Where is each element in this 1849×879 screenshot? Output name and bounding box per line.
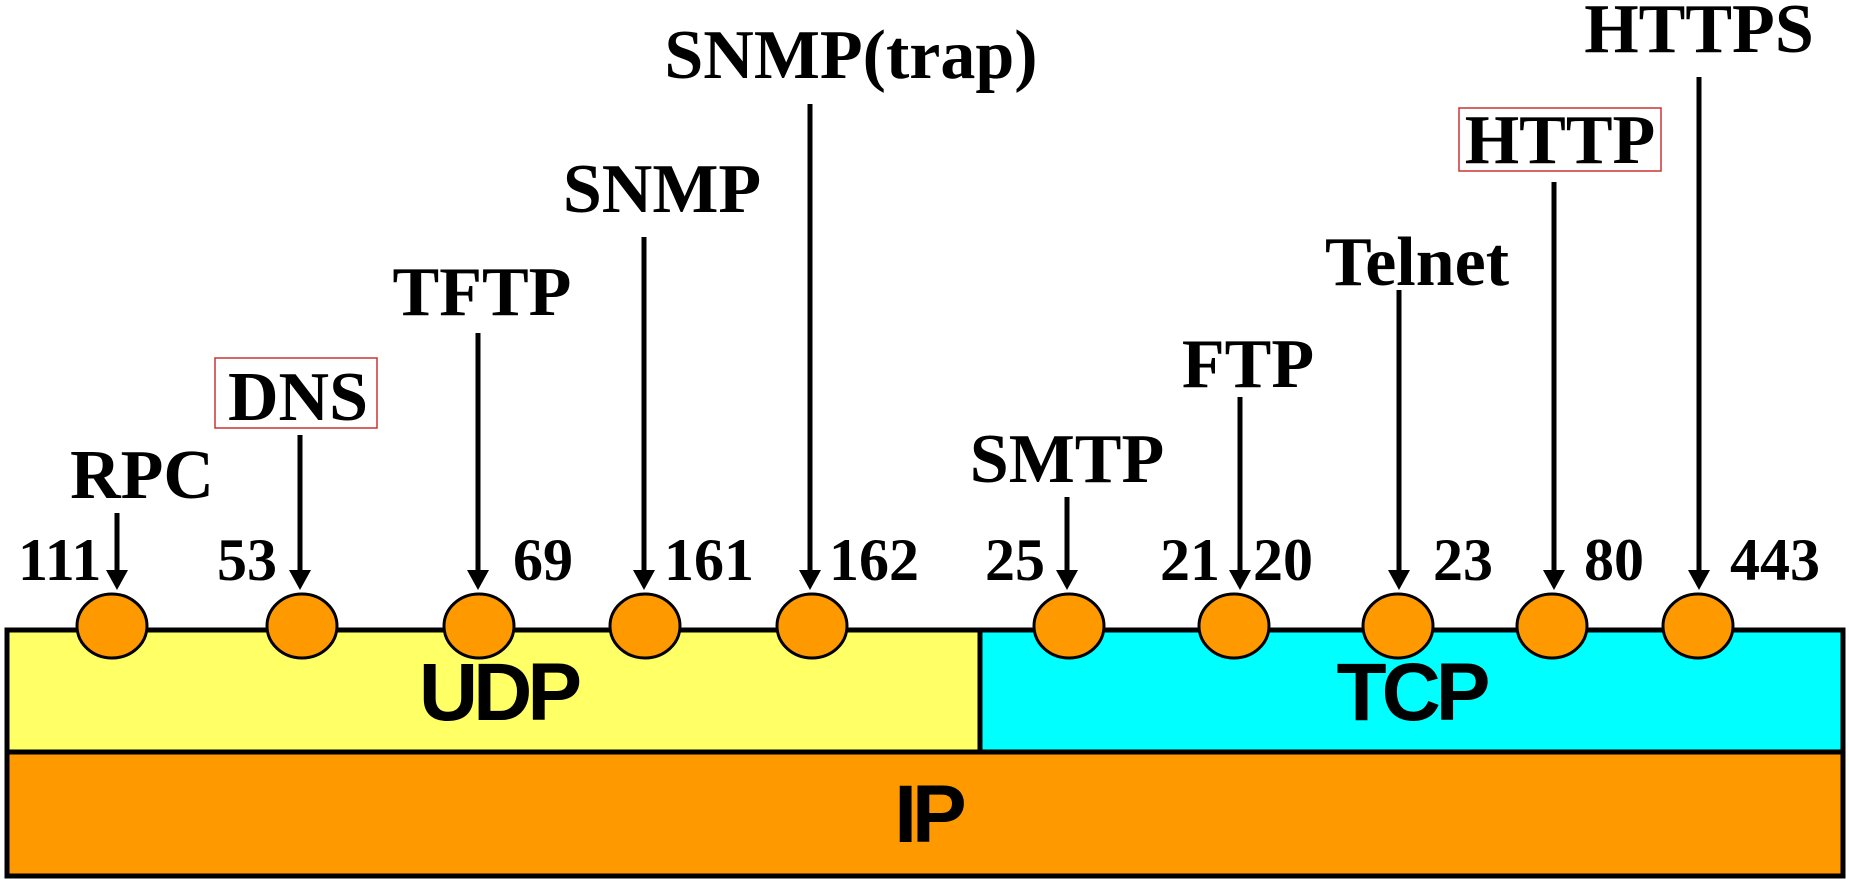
protocol-label-snmp-trap: SNMP(trap) (664, 17, 1037, 94)
protocol-label-rpc: RPC (70, 437, 214, 514)
protocol-label-tftp: TFTP (393, 254, 572, 331)
port-number-tftp: 69 (513, 527, 573, 593)
protocol-label-dns: DNS (228, 359, 368, 436)
port-number-snmp-trap: 162 (829, 527, 919, 593)
port-circle-https (1661, 592, 1735, 660)
port-circle-http (1515, 592, 1589, 660)
udp-layer-label: UDP (419, 647, 579, 738)
port-circle-rpc (75, 592, 149, 660)
highlight-box-dns (214, 357, 378, 429)
arrow-http (1543, 182, 1565, 590)
port-number-https: 443 (1730, 527, 1820, 593)
port-circle-smtp (1032, 592, 1106, 660)
arrow-dns (289, 435, 311, 590)
arrow-ftp (1229, 397, 1251, 590)
arrow-snmp-trap (799, 104, 821, 590)
protocol-label-https: HTTPS (1584, 0, 1814, 68)
port-circle-snmp-trap (775, 592, 849, 660)
arrow-tftp (467, 333, 489, 590)
protocol-label-snmp: SNMP (563, 151, 761, 228)
ip-layer-label: IP (894, 769, 964, 860)
port-circle-tftp (442, 592, 516, 660)
port-circle-ftp (1197, 592, 1271, 660)
port-number-http: 80 (1584, 527, 1644, 593)
port-circle-telnet (1361, 592, 1435, 660)
port-number-rpc: 111 (18, 527, 101, 593)
protocol-label-telnet: Telnet (1325, 224, 1509, 301)
port-number-ftp-data: 20 (1253, 527, 1313, 593)
arrow-snmp (633, 237, 655, 590)
arrow-rpc (106, 513, 128, 590)
port-number-dns: 53 (217, 527, 277, 593)
port-number-snmp: 161 (664, 527, 754, 593)
port-number-telnet: 23 (1433, 527, 1493, 593)
arrow-https (1688, 77, 1710, 590)
port-circle-snmp (608, 592, 682, 660)
arrow-telnet (1388, 290, 1410, 590)
protocol-label-ftp: FTP (1182, 326, 1314, 403)
ip-layer (4, 749, 1846, 879)
port-number-ftp: 21 (1160, 527, 1220, 593)
arrow-smtp (1056, 497, 1078, 590)
port-circle-dns (265, 592, 339, 660)
protocol-label-http: HTTP (1465, 102, 1656, 179)
port-number-smtp: 25 (985, 527, 1045, 593)
protocol-label-smtp: SMTP (970, 421, 1164, 498)
highlight-box-http (1458, 107, 1662, 172)
tcp-layer-label: TCP (1337, 647, 1488, 738)
